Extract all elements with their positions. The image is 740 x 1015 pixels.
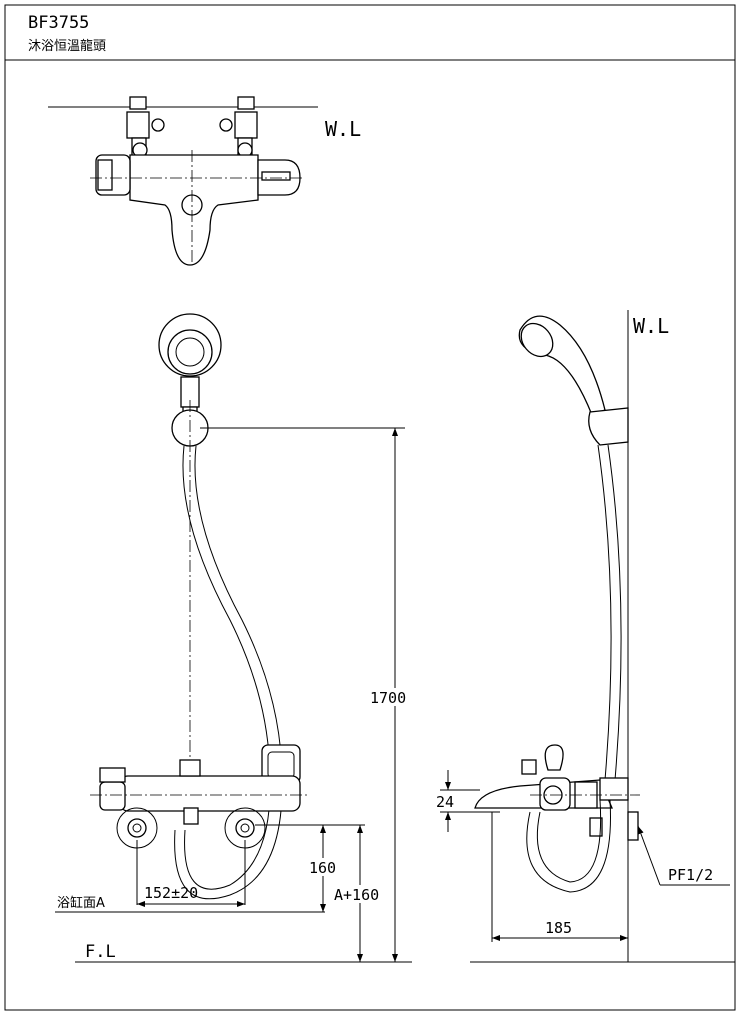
side-view: W.L 24 185 PF1/2: [436, 310, 735, 963]
top-view: W.L: [48, 96, 361, 266]
spacing-dim: 152±20: [144, 884, 198, 902]
top-wall-label: W.L: [325, 117, 361, 141]
side-wall-label: W.L: [633, 314, 669, 338]
product-name: 沐浴恒溫龍頭: [28, 38, 106, 54]
model-number: BF3755: [28, 13, 89, 33]
floor-dim-a160: A+160: [334, 886, 379, 904]
outlet-dim-160: 160: [309, 859, 336, 877]
floor-label: F.L: [85, 942, 116, 962]
bath-surface-label: 浴缸面A: [57, 895, 105, 911]
drawing-frame: [4, 4, 736, 1011]
thread-label: PF1/2: [668, 866, 713, 884]
front-view: 1700 160 A+160 152±20 浴缸面A F.L: [55, 313, 414, 963]
height-dim-1700: 1700: [370, 689, 406, 707]
spout-dim-24: 24: [436, 793, 454, 811]
depth-dim-185: 185: [545, 919, 572, 937]
